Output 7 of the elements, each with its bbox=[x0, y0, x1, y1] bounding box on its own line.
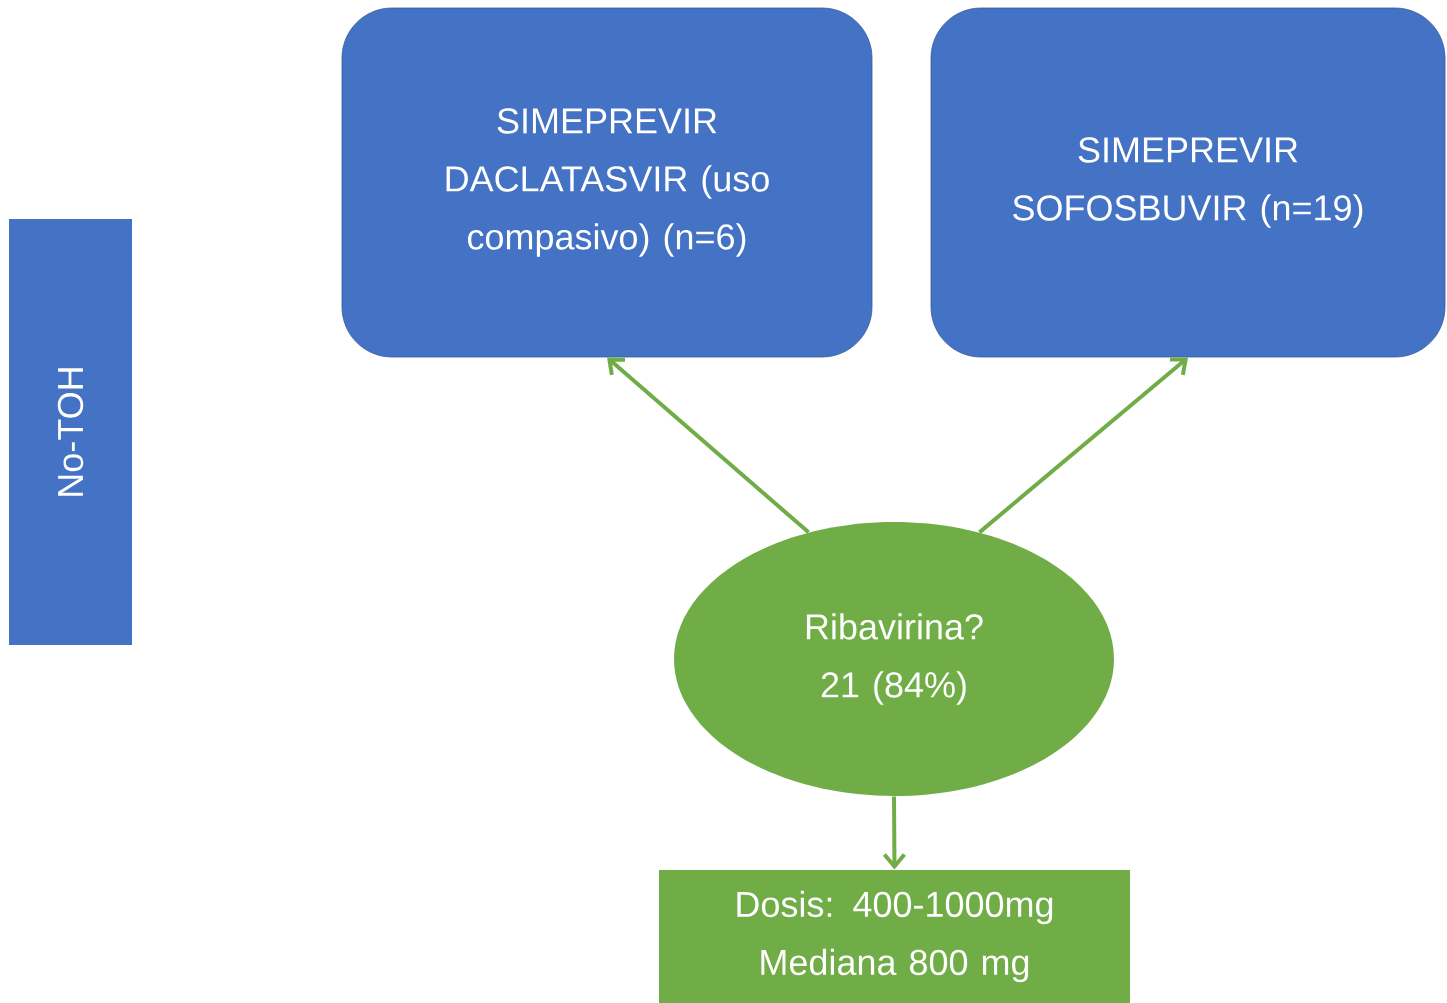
arrow bbox=[978, 357, 1188, 534]
drug-box: SIMEPREVIR SOFOSBUVIR (n=19) bbox=[930, 7, 1446, 358]
label-bar: No-TOH bbox=[9, 219, 132, 645]
drug-box: SIMEPREVIR DACLATASVIR (uso compasivo) (n=6) bbox=[341, 7, 873, 358]
arrow bbox=[882, 796, 906, 870]
dose-box: Dosis: 400-1000mg Mediana 800 mg bbox=[659, 870, 1130, 1003]
arrow bbox=[607, 357, 810, 534]
